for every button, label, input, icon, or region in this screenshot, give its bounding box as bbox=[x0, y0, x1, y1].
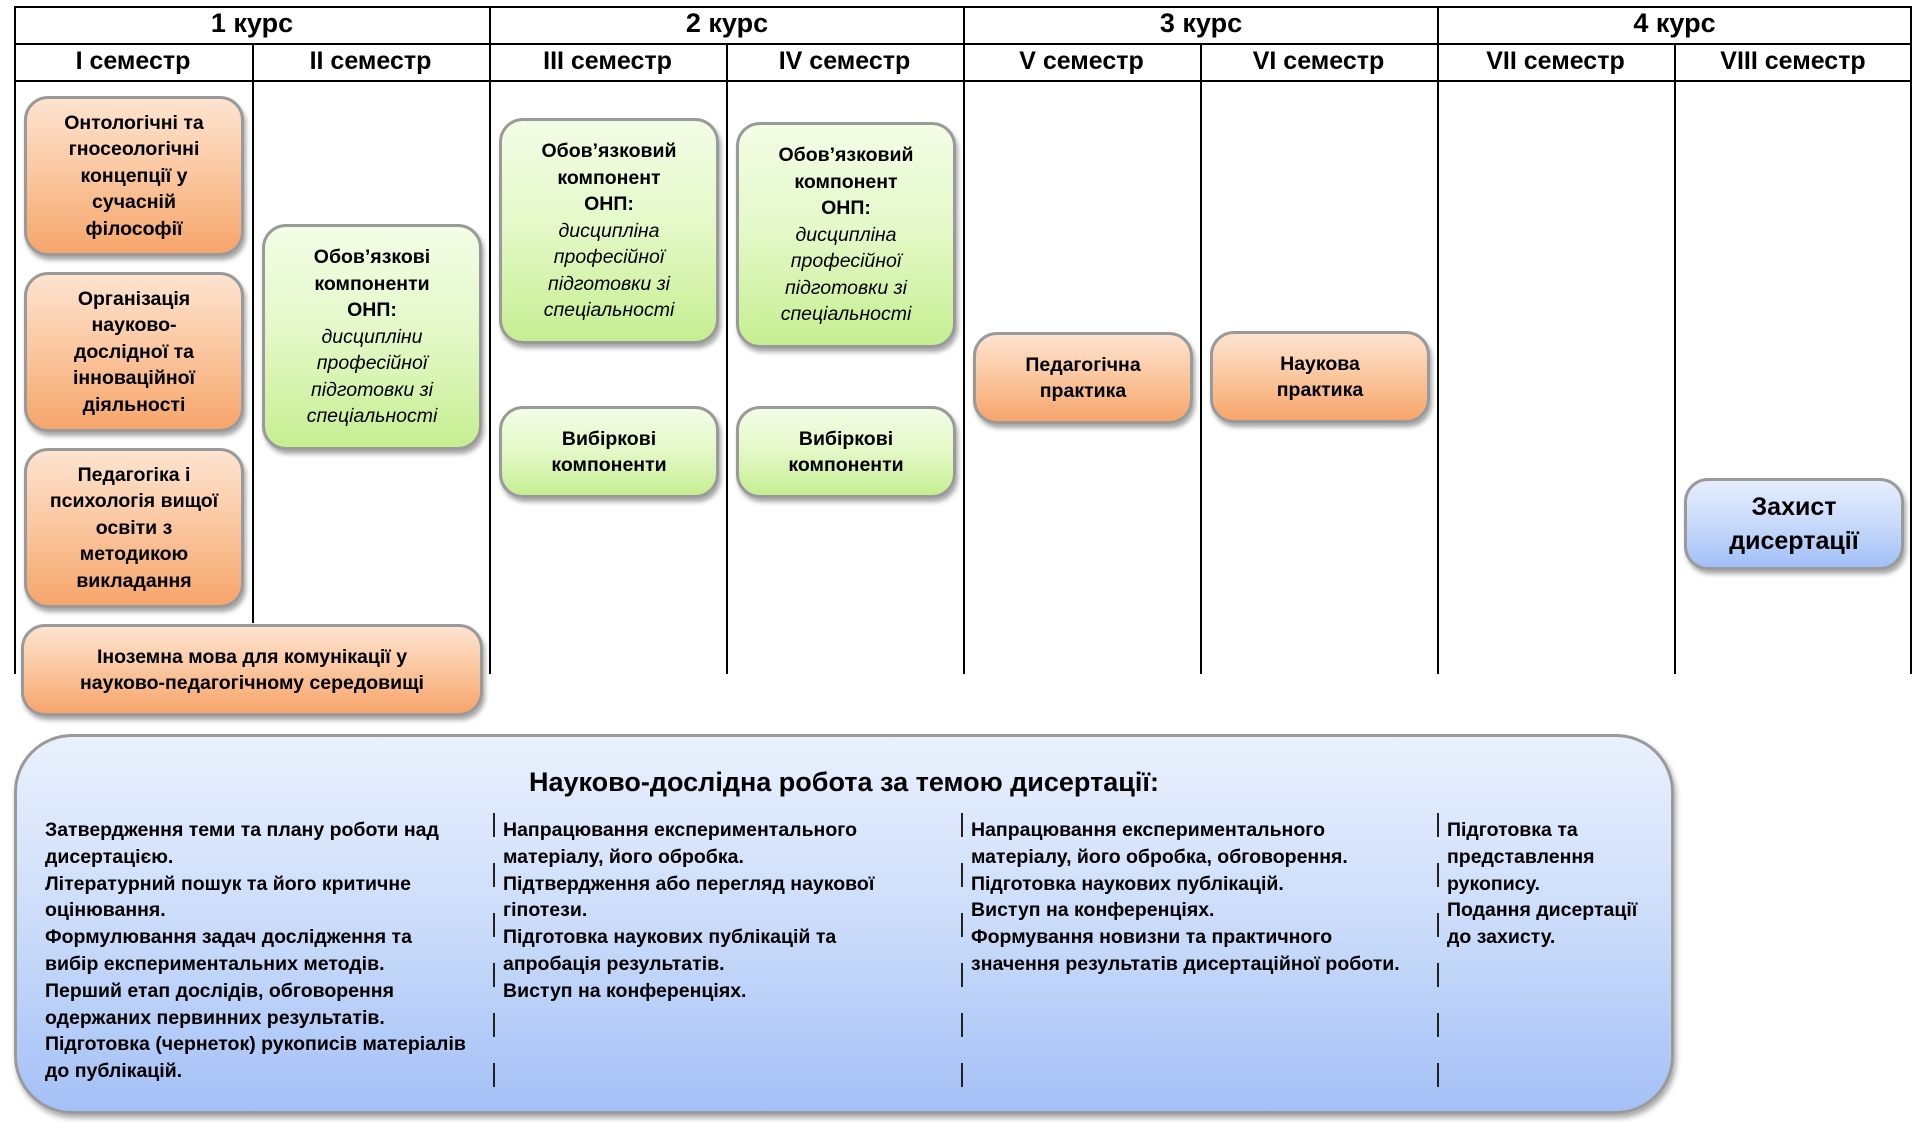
research-column-4: Підготовка та представлення рукопису. По… bbox=[1447, 819, 1638, 949]
elective-components-sem4-box: Вибіркові компоненти bbox=[736, 406, 956, 498]
course-3-label: 3 курс bbox=[1159, 8, 1243, 38]
research-column-1: Затвердження теми та плану роботи над ди… bbox=[45, 819, 466, 1083]
grid-line-sem3-sem4 bbox=[726, 43, 728, 674]
semester-8-label: VIII семестр bbox=[1720, 47, 1866, 75]
mandatory-component-sem4-box: Обов’язковий компонент ОНП: дисципліна п… bbox=[736, 122, 956, 348]
research-organization-course-box: Організація науково- дослідної та іннова… bbox=[24, 272, 244, 432]
grid-line-course3-course4 bbox=[1437, 6, 1439, 674]
grid-line-course1-course2 bbox=[489, 6, 491, 674]
course-1-label: 1 курс bbox=[210, 8, 294, 38]
semester-6-label: VI семестр bbox=[1252, 47, 1385, 75]
ontology-course-box: Онтологічні та гносеологічні концепції у… bbox=[24, 96, 244, 256]
grid-line-sem7-sem8 bbox=[1674, 43, 1676, 674]
research-practice-box: Наукова практика bbox=[1210, 331, 1430, 423]
research-column-3: Напрацювання експериментального матеріал… bbox=[971, 819, 1400, 975]
dissertation-defense-box: Захист дисертації bbox=[1684, 478, 1904, 570]
mandatory-component-sem3-box: Обов’язковий компонент ОНП: дисципліна п… bbox=[499, 118, 719, 344]
elective-components-sem3-box: Вибіркові компоненти bbox=[499, 406, 719, 498]
semester-1-label: І семестр bbox=[75, 47, 191, 75]
foreign-language-course-box: Іноземна мова для комунікації у науково-… bbox=[21, 624, 483, 716]
semester-4-label: IV семестр bbox=[778, 47, 911, 75]
grid-line-right bbox=[1910, 6, 1912, 674]
grid-line-left bbox=[14, 6, 16, 674]
grid-line-sem1-sem2 bbox=[252, 43, 254, 623]
grid-line-sem5-sem6 bbox=[1200, 43, 1202, 674]
research-column-2: Напрацювання експериментального матеріал… bbox=[503, 819, 875, 1002]
semester-3-label: ІІІ семестр bbox=[543, 47, 672, 75]
research-work-title: Науково-дослідна робота за темою дисерта… bbox=[528, 767, 1159, 797]
pedagogical-practice-box: Педагогічна практика bbox=[973, 332, 1193, 424]
course-4-label: 4 курс bbox=[1633, 8, 1716, 38]
semester-5-label: V семестр bbox=[1019, 47, 1144, 75]
semester-7-label: VII семестр bbox=[1486, 47, 1625, 75]
research-work-panel: Науково-дослідна робота за темою дисерта… bbox=[14, 734, 1674, 1114]
mandatory-components-sem2-box: Обов’язкові компоненти ОНП: дисципліни п… bbox=[262, 224, 482, 450]
grid-line-course2-course3 bbox=[963, 6, 965, 674]
pedagogy-course-box: Педагогіка і психологія вищої освіти з м… bbox=[24, 448, 244, 608]
course-2-label: 2 курс bbox=[685, 8, 769, 38]
semester-2-label: ІІ семестр bbox=[309, 47, 432, 75]
